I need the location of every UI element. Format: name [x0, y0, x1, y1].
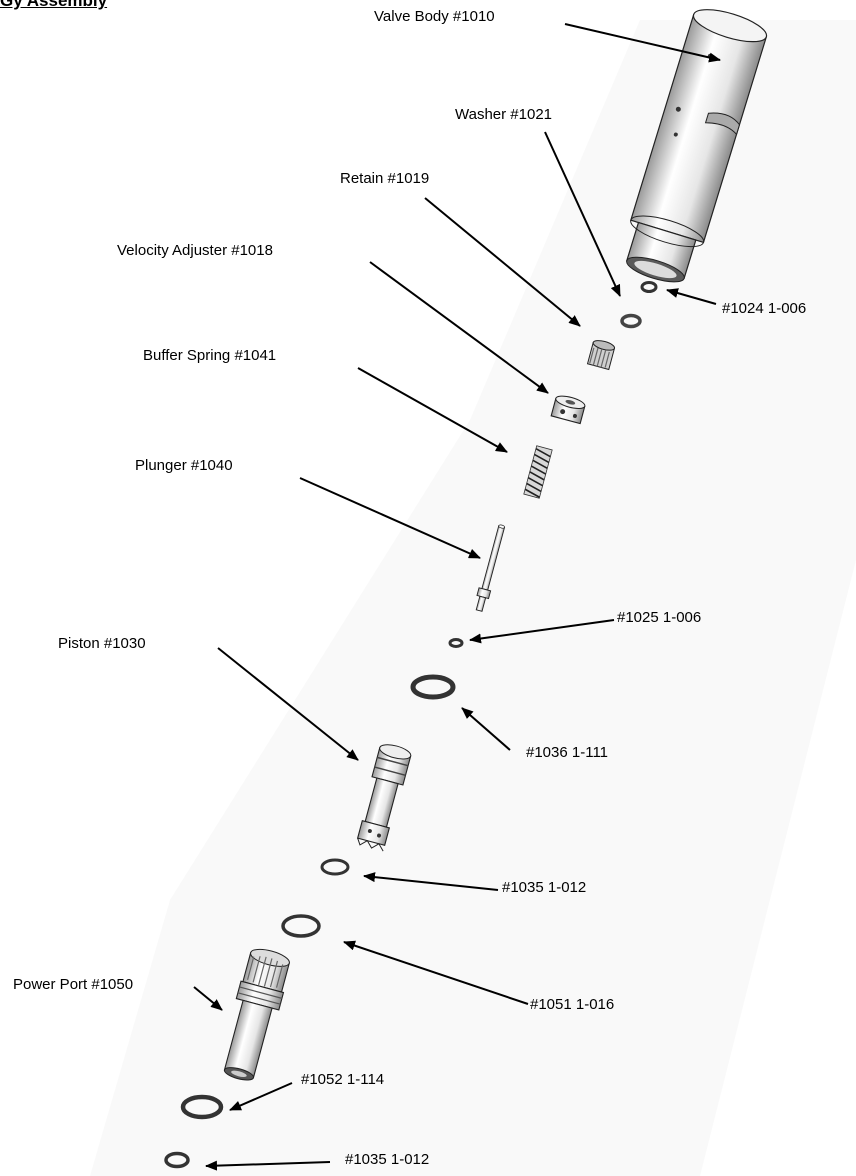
retain-part [586, 340, 616, 371]
label-piston: Piston #1030 [58, 635, 146, 652]
o-ring-1035-lower-part [164, 1151, 190, 1169]
o-ring-1036-part [410, 674, 456, 700]
o-ring-1024-part [640, 281, 658, 293]
piston-part [356, 744, 412, 852]
leader-power-port [193, 986, 223, 1011]
label-o-ring-1024: #1024 1-006 [722, 300, 807, 317]
washer-part [620, 313, 642, 329]
label-velocity-adjuster: Velocity Adjuster #1018 [117, 242, 273, 259]
leader-o-ring-1036 [461, 707, 511, 751]
plunger-part [475, 524, 506, 612]
leader-o-ring-1051 [343, 940, 529, 1005]
leader-o-ring-1035-lower [205, 1160, 331, 1171]
leader-retain [424, 197, 581, 327]
leader-o-ring-1025 [469, 619, 615, 644]
leader-o-ring-1035-upper [363, 872, 499, 891]
o-ring-1051-part [281, 914, 321, 938]
leader-piston [217, 647, 359, 761]
label-buffer-spring: Buffer Spring #1041 [143, 347, 277, 364]
o-ring-1025-part [448, 638, 464, 648]
label-power-port: Power Port #1050 [13, 976, 134, 993]
label-o-ring-1036: #1036 1-111 [526, 744, 609, 761]
label-washer: Washer #1021 [455, 106, 553, 123]
label-retain: Retain #1019 [340, 170, 430, 187]
assembly-title: Gy Assembly [0, 0, 108, 10]
valve-body-part [626, 9, 768, 283]
label-plunger: Plunger #1040 [135, 457, 233, 474]
leader-velocity-adjuster [369, 261, 549, 394]
leader-valve-body [564, 23, 721, 63]
leader-o-ring-1024 [666, 288, 717, 305]
o-ring-1035-upper-part [320, 858, 350, 876]
leader-buffer-spring [357, 367, 508, 453]
label-o-ring-1052: #1052 1-114 [301, 1071, 385, 1088]
velocity-adjuster-part [550, 395, 586, 425]
label-o-ring-1051: #1051 1-016 [530, 996, 615, 1013]
leader-washer [544, 131, 621, 297]
label-valve-body: Valve Body #1010 [374, 8, 495, 25]
buffer-spring-part [523, 445, 553, 499]
label-o-ring-1025: #1025 1-006 [617, 609, 702, 626]
label-o-ring-1035-upper: #1035 1-012 [502, 879, 587, 896]
o-ring-1052-part [180, 1094, 224, 1120]
background-band [90, 20, 856, 1176]
leader-o-ring-1052 [229, 1082, 293, 1111]
power-port-part [223, 948, 290, 1081]
leader-plunger [299, 477, 481, 559]
label-o-ring-1035-lower: #1035 1-012 [345, 1151, 430, 1168]
